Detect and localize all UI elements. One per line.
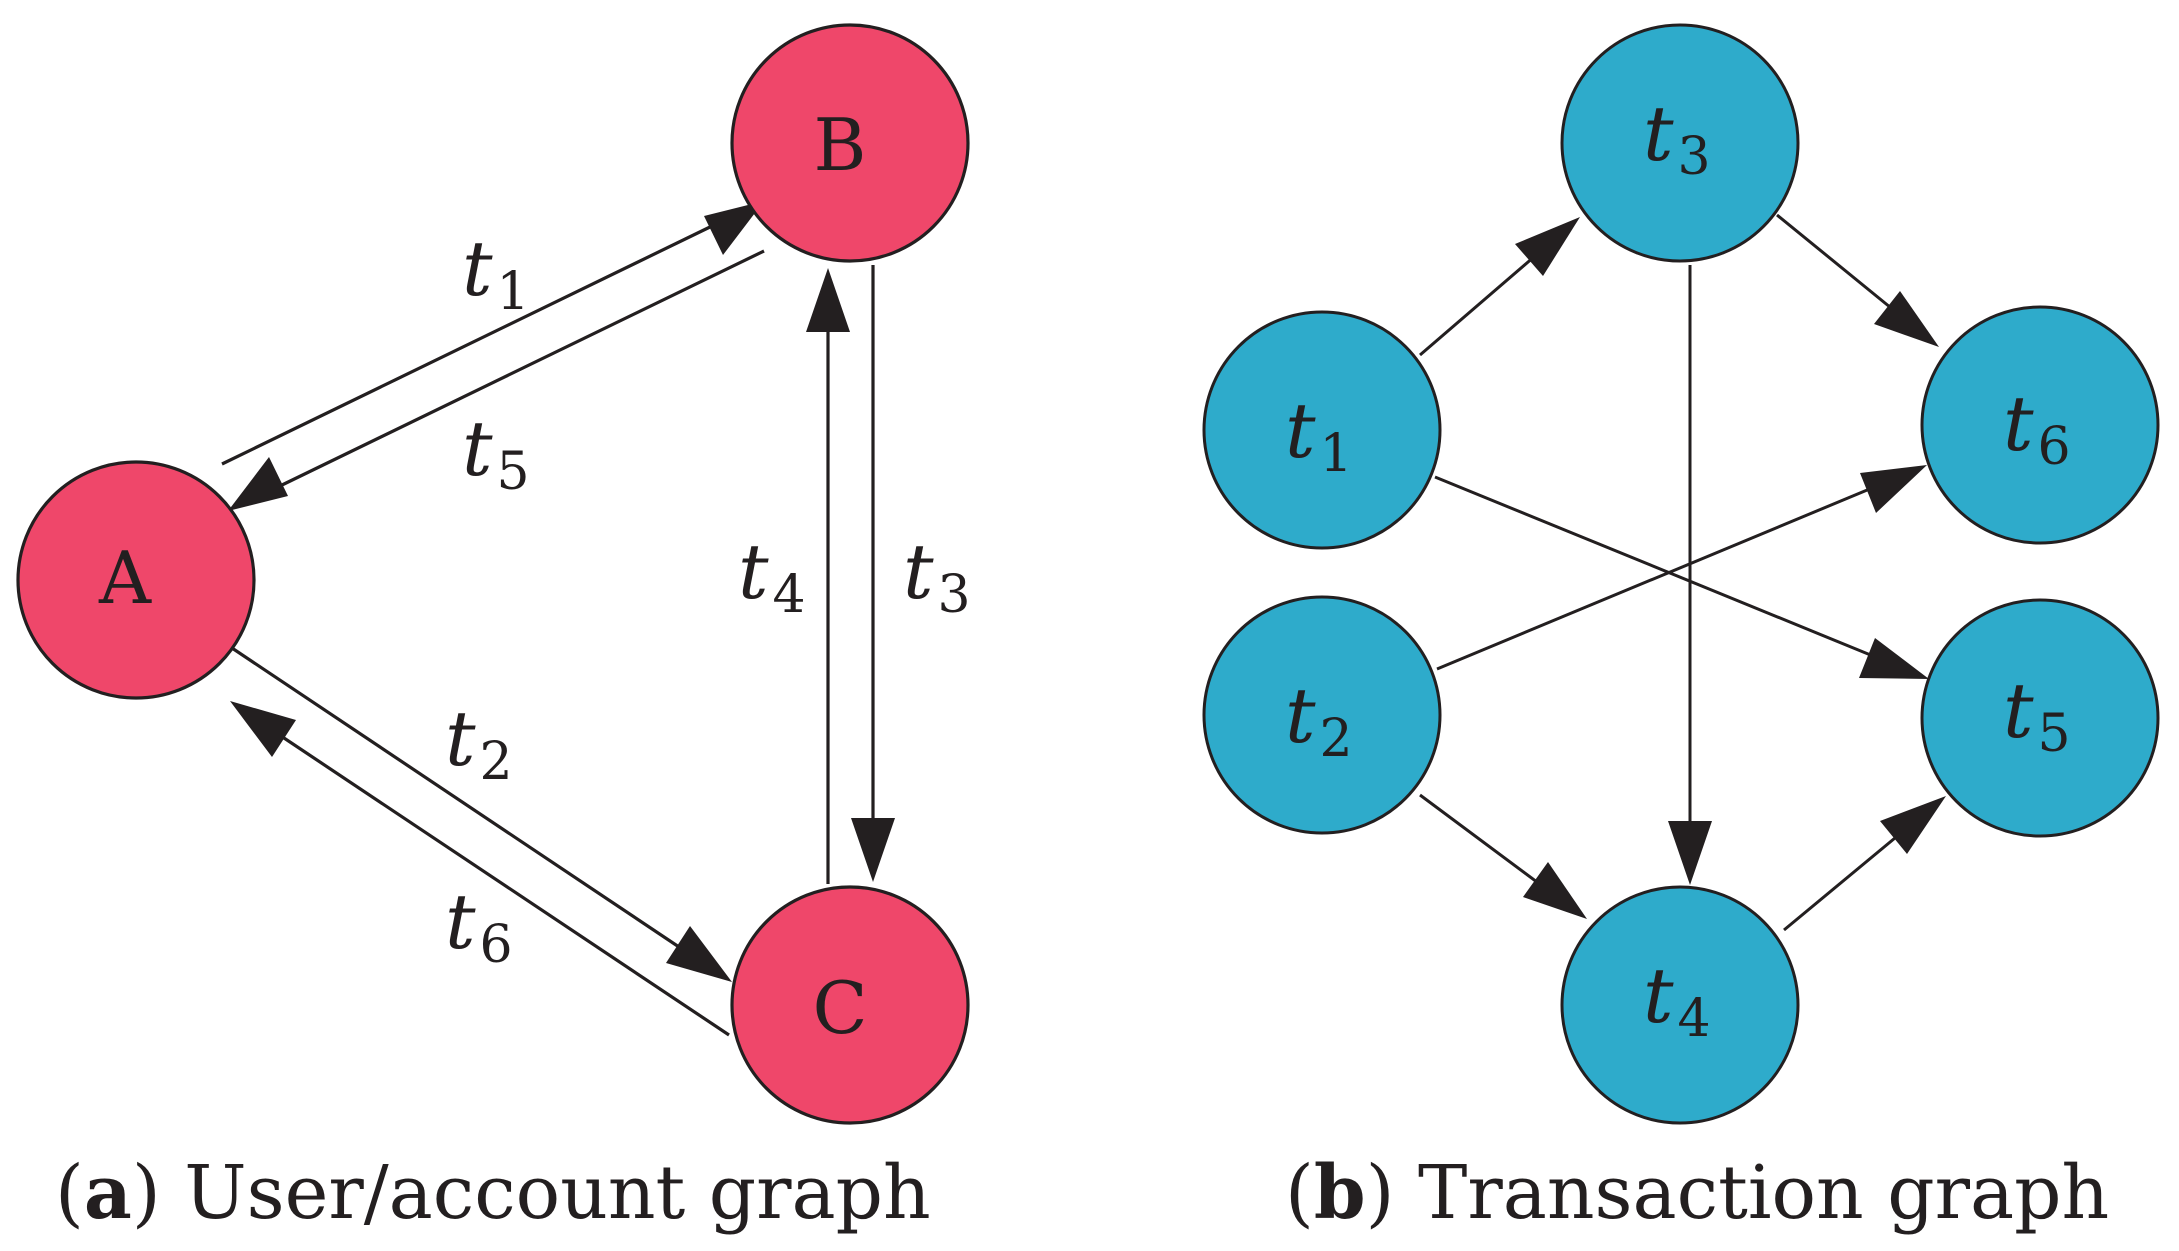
panel-a-edges xyxy=(219,201,895,1037)
edge-c-b xyxy=(806,268,850,884)
edge-label-t2: t2 xyxy=(445,694,513,792)
node-t4: t4 xyxy=(1560,885,1800,1125)
arrowhead xyxy=(1515,217,1580,276)
node-label: t2 xyxy=(1285,671,1353,769)
node-label: C xyxy=(812,966,867,1050)
node-circle xyxy=(1560,885,1800,1125)
edge-line xyxy=(1434,475,1874,658)
node-label: A xyxy=(98,536,152,620)
edge-label-t3: t3 xyxy=(903,527,971,625)
node-t3: t3 xyxy=(1560,23,1800,263)
edge-label-t4: t4 xyxy=(738,527,806,625)
edge-c-a xyxy=(230,701,730,1037)
panel-a-nodes: A B C xyxy=(16,23,970,1125)
edge-t3-t6 xyxy=(1776,213,1939,347)
edge-t3-t4 xyxy=(1668,265,1712,885)
node-circle xyxy=(730,885,970,1125)
edge-t2-t6 xyxy=(1436,465,1927,671)
edge-a-c xyxy=(219,638,732,982)
edge-line xyxy=(219,638,689,955)
arrowhead xyxy=(1859,638,1929,679)
edge-a-b xyxy=(221,201,764,466)
node-label: t5 xyxy=(2003,666,2071,764)
arrowhead xyxy=(806,268,850,332)
arrowhead xyxy=(230,701,296,757)
node-t1: t1 xyxy=(1202,310,1442,550)
node-circle xyxy=(1560,23,1800,263)
edge-line xyxy=(281,249,765,487)
arrowhead xyxy=(1860,465,1927,513)
arrowhead xyxy=(666,926,732,982)
edge-label-t5: t5 xyxy=(462,404,530,502)
edge-line xyxy=(221,225,711,466)
caption-b: (b) Transaction graph xyxy=(1285,1150,2109,1236)
edge-t2-t4 xyxy=(1419,793,1587,919)
edge-line xyxy=(271,728,730,1037)
edge-t1-t5 xyxy=(1434,475,1929,679)
edge-t1-t3 xyxy=(1419,217,1580,357)
node-label: t3 xyxy=(1643,89,1711,187)
edge-line xyxy=(1776,213,1897,314)
arrowhead xyxy=(851,818,895,882)
arrowhead xyxy=(228,457,288,511)
node-a: A xyxy=(16,460,256,700)
node-t2: t2 xyxy=(1202,595,1442,835)
panel-a-edge-labels: t1 t5 t4 t3 t2 t6 xyxy=(445,224,971,975)
edge-line xyxy=(1783,831,1902,932)
edge-t4-t5 xyxy=(1783,796,1946,932)
edge-b-c xyxy=(851,265,895,882)
node-circle xyxy=(1920,598,2160,838)
panel-b: t1 t2 t3 t4 t5 t6 (b) Transa xyxy=(1202,23,2160,1236)
panel-b-edges xyxy=(1419,213,1946,932)
arrowhead xyxy=(1880,796,1946,854)
node-t5: t5 xyxy=(1920,598,2160,838)
node-label: t4 xyxy=(1643,951,1711,1049)
node-circle xyxy=(1920,305,2160,545)
node-t6: t6 xyxy=(1920,305,2160,545)
arrowhead xyxy=(704,201,764,255)
edge-b-a xyxy=(228,249,765,511)
arrowhead xyxy=(1523,862,1587,919)
panel-b-nodes: t1 t2 t3 t4 t5 t6 xyxy=(1202,23,2160,1125)
edge-line xyxy=(1436,486,1873,671)
arrowhead xyxy=(1668,821,1712,885)
node-circle xyxy=(730,23,970,263)
node-circle xyxy=(1202,595,1442,835)
node-label: t1 xyxy=(1285,386,1353,484)
edge-line xyxy=(1419,793,1546,890)
node-c: C xyxy=(730,885,970,1125)
node-b: B xyxy=(730,23,970,263)
panel-a: A B C t1 t5 t4 t3 t2 t6 (a) User/account… xyxy=(16,23,971,1236)
node-circle xyxy=(1202,310,1442,550)
node-label: B xyxy=(814,103,867,187)
node-circle xyxy=(16,460,256,700)
arrowhead xyxy=(1874,291,1939,347)
edge-line xyxy=(1419,254,1536,357)
node-label: t6 xyxy=(2003,379,2071,477)
edge-label-t6: t6 xyxy=(445,877,513,975)
edge-label-t1: t1 xyxy=(462,224,530,322)
caption-a: (a) User/account graph xyxy=(55,1150,931,1236)
